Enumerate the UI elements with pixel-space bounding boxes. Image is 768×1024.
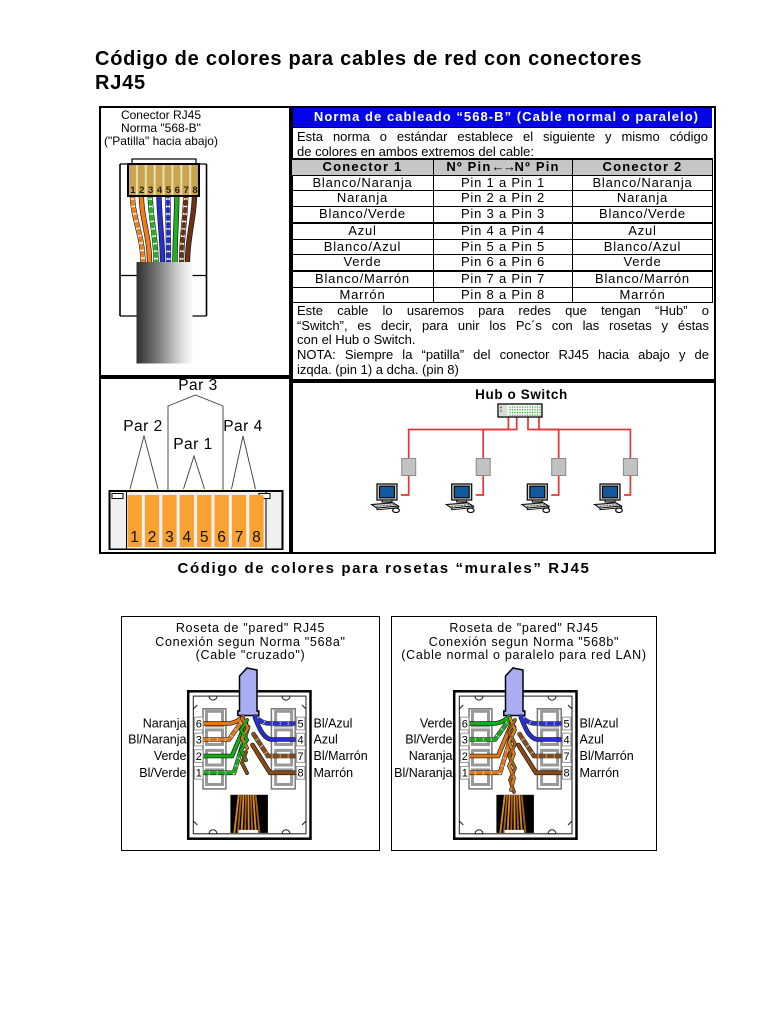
svg-text:6: 6: [175, 185, 180, 196]
svg-text:1: 1: [461, 768, 467, 780]
svg-text:Marrón: Marrón: [314, 766, 354, 780]
svg-text:7: 7: [298, 751, 304, 763]
svg-text:Bl/Azul: Bl/Azul: [579, 717, 618, 731]
svg-text:Bl/Verde: Bl/Verde: [139, 766, 186, 780]
svg-text:4: 4: [157, 185, 163, 196]
svg-text:3: 3: [461, 734, 467, 746]
svg-text:6: 6: [196, 718, 202, 730]
svg-text:2: 2: [148, 529, 157, 546]
svg-text:Bl/Marrón: Bl/Marrón: [579, 749, 633, 763]
svg-text:8: 8: [252, 529, 261, 546]
svg-text:4: 4: [563, 734, 569, 746]
svg-text:3: 3: [196, 734, 202, 746]
svg-text:2: 2: [139, 185, 144, 196]
svg-text:6: 6: [461, 718, 467, 730]
svg-text:1: 1: [130, 529, 139, 546]
svg-text:2: 2: [196, 751, 202, 763]
svg-text:8: 8: [563, 768, 569, 780]
svg-text:3: 3: [165, 529, 174, 546]
svg-text:8: 8: [298, 768, 304, 780]
svg-text:Bl/Marrón: Bl/Marrón: [314, 749, 368, 763]
svg-text:Naranja: Naranja: [143, 717, 187, 731]
svg-text:8: 8: [192, 185, 197, 196]
svg-text:6: 6: [217, 529, 226, 546]
svg-text:Azul: Azul: [579, 733, 603, 747]
svg-text:Marrón: Marrón: [579, 766, 619, 780]
svg-text:4: 4: [182, 529, 191, 546]
svg-text:Naranja: Naranja: [408, 749, 452, 763]
svg-text:2: 2: [461, 751, 467, 763]
svg-text:7: 7: [184, 185, 189, 196]
svg-text:4: 4: [298, 734, 304, 746]
svg-text:7: 7: [563, 751, 569, 763]
svg-text:Bl/Azul: Bl/Azul: [314, 717, 353, 731]
svg-text:5: 5: [200, 529, 209, 546]
svg-text:5: 5: [563, 718, 569, 730]
svg-text:3: 3: [148, 185, 153, 196]
svg-text:Azul: Azul: [314, 733, 338, 747]
svg-text:5: 5: [298, 718, 304, 730]
svg-text:1: 1: [130, 185, 136, 196]
svg-text:Verde: Verde: [154, 749, 187, 763]
svg-text:7: 7: [235, 529, 244, 546]
svg-text:Bl/Naranja: Bl/Naranja: [128, 733, 186, 747]
svg-text:Bl/Naranja: Bl/Naranja: [394, 766, 452, 780]
svg-text:1: 1: [196, 768, 202, 780]
svg-text:5: 5: [166, 185, 172, 196]
svg-text:Verde: Verde: [419, 717, 452, 731]
svg-text:Bl/Verde: Bl/Verde: [405, 733, 452, 747]
